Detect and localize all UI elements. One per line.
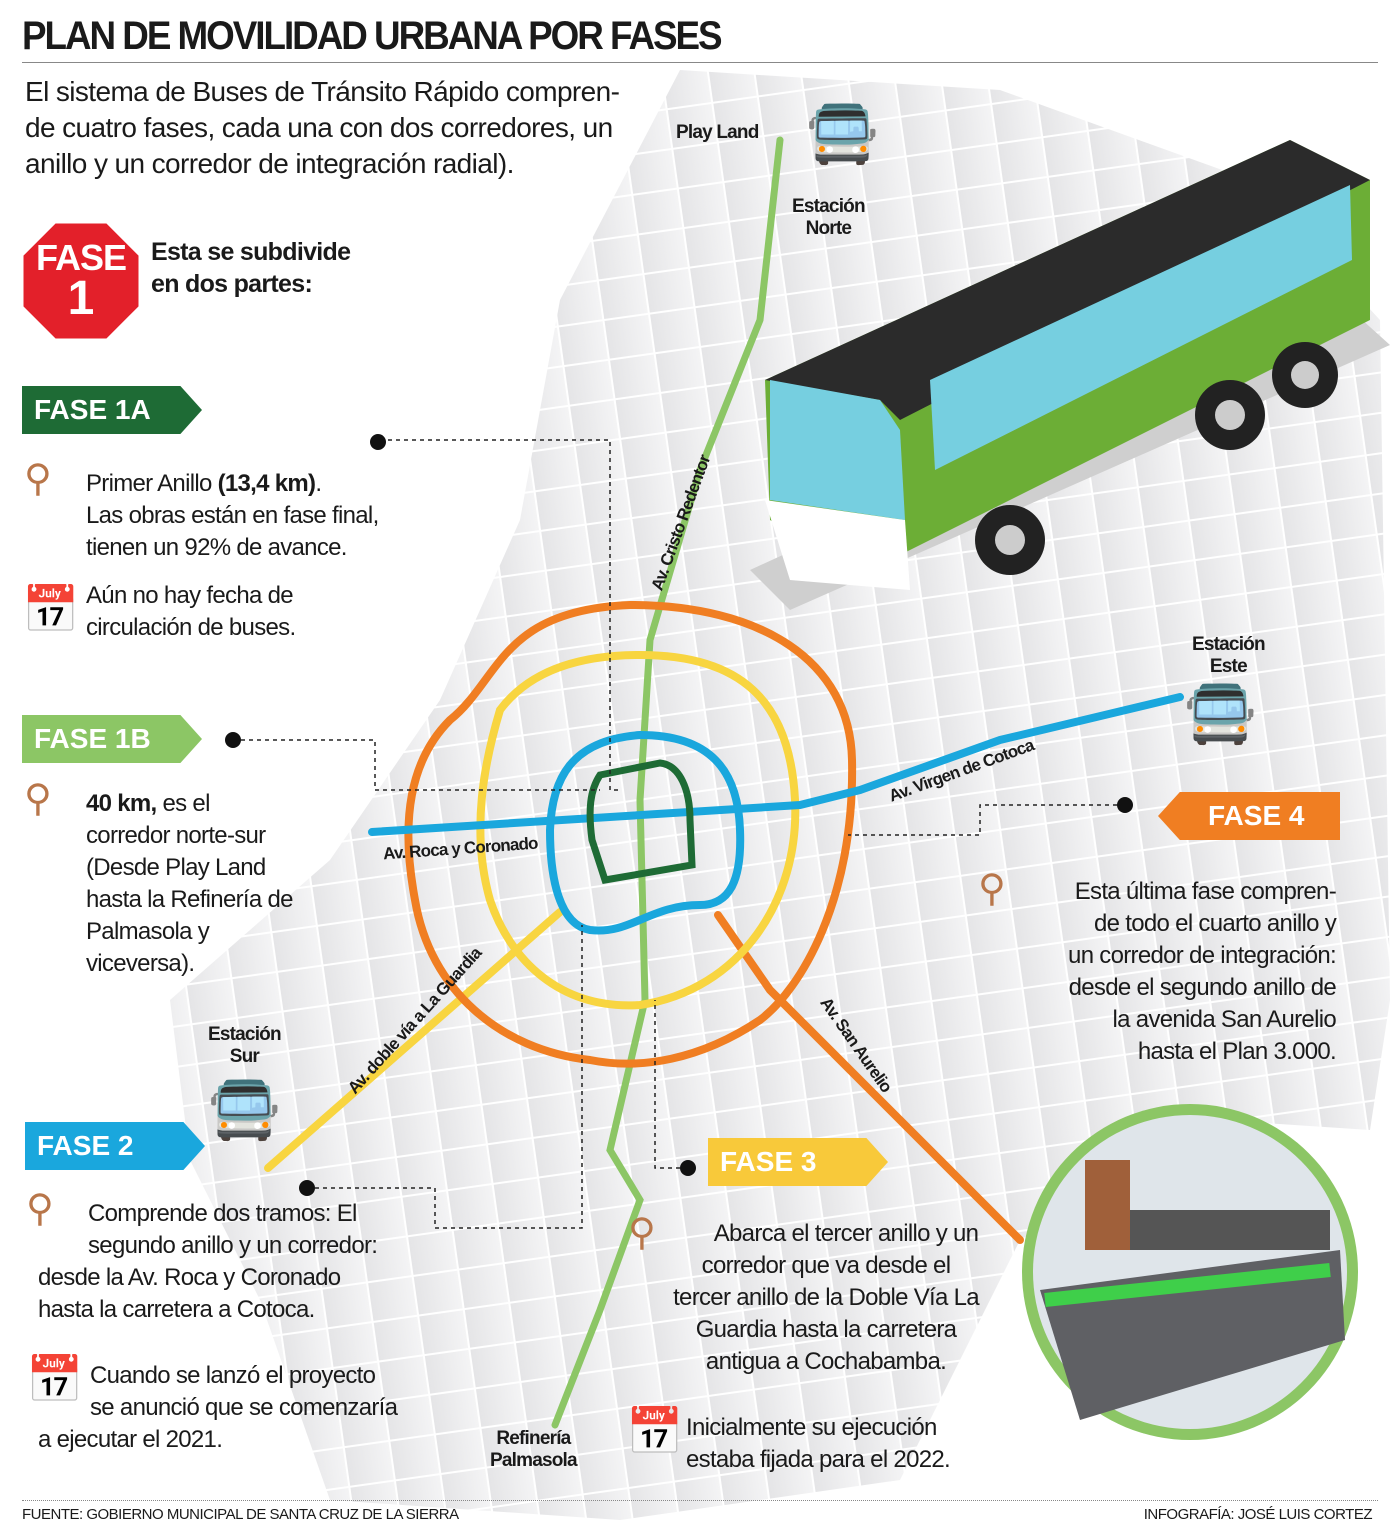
fase1b-tag: FASE 1B bbox=[22, 715, 202, 763]
label-play-land: Play Land bbox=[676, 122, 759, 143]
fase1a-date-text: Aún no hay fecha de circulación de buses… bbox=[86, 580, 296, 644]
text-line: hasta la Refinería de bbox=[86, 886, 293, 913]
fase1a-ring bbox=[586, 759, 696, 884]
text-line: segundo anillo y un corredor: bbox=[88, 1232, 378, 1259]
text-line: Sur bbox=[229, 1046, 260, 1067]
text-line: tercer anillo de la Doble Vía La bbox=[673, 1284, 979, 1311]
route-pin-icon: ⚲ bbox=[24, 778, 52, 820]
text-line: Esta última fase compren- bbox=[1074, 878, 1337, 905]
text-line: corredor que va desde el bbox=[701, 1252, 951, 1279]
text-line: Cuando se lanzó el proyecto bbox=[90, 1362, 376, 1389]
footer-source: FUENTE: GOBIERNO MUNICIPAL DE SANTA CRUZ… bbox=[22, 1506, 459, 1523]
text-line: Abarca el tercer anillo y un bbox=[713, 1220, 979, 1247]
text-line: desde la Av. Roca y Coronado bbox=[38, 1264, 341, 1291]
fase2-tag: FASE 2 bbox=[25, 1122, 205, 1170]
text-line: antigua a Cochabamba. bbox=[705, 1348, 947, 1375]
leader-lines bbox=[233, 439, 1125, 1229]
text: Primer Anillo bbox=[86, 470, 218, 497]
text-line: un corredor de integración: bbox=[1068, 942, 1337, 969]
text-line: estaba fijada para el 2022. bbox=[686, 1446, 951, 1473]
fase4-ring bbox=[404, 600, 857, 1068]
text: es el bbox=[156, 790, 210, 817]
calendar-icon: 📅 bbox=[22, 583, 80, 635]
fase1-badge: FASE 1 bbox=[22, 237, 140, 325]
fase2-corridor bbox=[368, 693, 1184, 836]
text-line: (Desde Play Land bbox=[86, 854, 266, 881]
footer-divider bbox=[22, 1500, 1378, 1501]
bus-station-sur-icon: 🚍 bbox=[208, 1077, 281, 1142]
leader-dots bbox=[225, 434, 1133, 1196]
intro-line: anillo y un corredor de integración radi… bbox=[25, 148, 514, 179]
text-line: tienen un 92% de avance. bbox=[86, 534, 347, 561]
text-line: de todo el cuarto anillo y bbox=[1094, 910, 1337, 937]
fase2-route-text: Comprende dos tramos: El segundo anillo … bbox=[38, 1198, 378, 1326]
station-photo bbox=[1022, 1104, 1358, 1440]
text-line: Aún no hay fecha de bbox=[86, 582, 294, 609]
text-line: hasta el Plan 3.000. bbox=[1137, 1038, 1337, 1065]
text-line: hasta la carretera a Cotoca. bbox=[38, 1296, 315, 1323]
text-line: Este bbox=[1209, 656, 1248, 677]
calendar-icon: 📅 bbox=[26, 1353, 84, 1405]
route-pin-icon: ⚲ bbox=[24, 458, 52, 500]
fase3-route-text: Abarca el tercer anillo y un corredor qu… bbox=[650, 1218, 1002, 1378]
text-line: Norte bbox=[805, 218, 852, 239]
distance: 40 km, bbox=[86, 790, 157, 817]
text-line: circulación de buses. bbox=[86, 614, 296, 641]
footer-credit: INFOGRAFÍA: JOSÉ LUIS CORTEZ bbox=[1143, 1506, 1373, 1523]
fase3-tag: FASE 3 bbox=[708, 1138, 888, 1186]
fase1b-corridor bbox=[551, 136, 784, 1429]
calendar-icon: 📅 bbox=[626, 1405, 684, 1457]
badge-number: 1 bbox=[67, 272, 95, 325]
fase3-date-text: Inicialmente su ejecución estaba fijada … bbox=[686, 1412, 951, 1476]
fase4-route-text: Esta última fase compren- de todo el cua… bbox=[1000, 876, 1337, 1068]
fase3-corridor bbox=[264, 908, 564, 1172]
page-title: PLAN DE MOVILIDAD URBANA POR FASES bbox=[22, 14, 723, 58]
fase2-ring bbox=[545, 730, 745, 935]
text-line: Palmasola y bbox=[86, 918, 210, 945]
text-line: Estación bbox=[208, 1024, 282, 1045]
route-pin-icon: ⚲ bbox=[26, 1188, 54, 1230]
distance: (13,4 km) bbox=[217, 470, 316, 497]
text-line: Las obras están en fase final, bbox=[86, 502, 379, 529]
fase1a-tag: FASE 1A bbox=[22, 386, 202, 434]
bus-station-norte-icon: 🚍 bbox=[806, 101, 879, 166]
fase1b-text: 40 km, es el corredor norte-sur (Desde P… bbox=[86, 788, 293, 980]
subtitle-line: Esta se subdivide bbox=[151, 238, 351, 266]
text-line: Estación bbox=[792, 196, 866, 217]
text-line: Guardia hasta la carretera bbox=[695, 1316, 957, 1343]
text-line: Comprende dos tramos: El bbox=[88, 1200, 357, 1227]
bus-illustration bbox=[750, 140, 1390, 610]
text: . bbox=[315, 470, 322, 497]
fase4-corridor bbox=[714, 911, 1024, 1244]
route-pin-icon: ⚲ bbox=[628, 1212, 656, 1254]
fase2-date-text: Cuando se lanzó el proyecto se anunció q… bbox=[38, 1360, 398, 1456]
route-pin-icon: ⚲ bbox=[978, 868, 1006, 910]
text-line: Refinería bbox=[496, 1428, 571, 1449]
fase1-stop-sign bbox=[20, 220, 142, 342]
text-line: se anunció que se comenzaría bbox=[90, 1394, 398, 1421]
text-line: Estación bbox=[1192, 634, 1266, 655]
fase1a-route-text: Primer Anillo (13,4 km). Las obras están… bbox=[86, 468, 379, 564]
text-line: desde el segundo anillo de bbox=[1068, 974, 1337, 1001]
badge-word: FASE bbox=[35, 237, 127, 278]
text-line: Palmasola bbox=[490, 1450, 578, 1471]
subtitle-line: en dos partes: bbox=[151, 270, 313, 298]
fase1-subtitle: Esta se subdivide en dos partes: bbox=[151, 236, 351, 300]
title-divider bbox=[22, 62, 1378, 63]
intro-line: El sistema de Buses de Tránsito Rápido c… bbox=[25, 76, 620, 107]
text-line: a ejecutar el 2021. bbox=[38, 1426, 223, 1453]
bus-station-este-icon: 🚍 bbox=[1184, 681, 1257, 746]
intro-text: El sistema de Buses de Tránsito Rápido c… bbox=[25, 74, 665, 182]
text-line: viceversa). bbox=[86, 950, 195, 977]
fase4-tag: FASE 4 bbox=[1158, 792, 1340, 840]
text-line: Inicialmente su ejecución bbox=[686, 1414, 937, 1441]
intro-line: de cuatro fases, cada una con dos corred… bbox=[25, 112, 613, 143]
text-line: corredor norte-sur bbox=[86, 822, 266, 849]
text-line: la avenida San Aurelio bbox=[1112, 1006, 1337, 1033]
